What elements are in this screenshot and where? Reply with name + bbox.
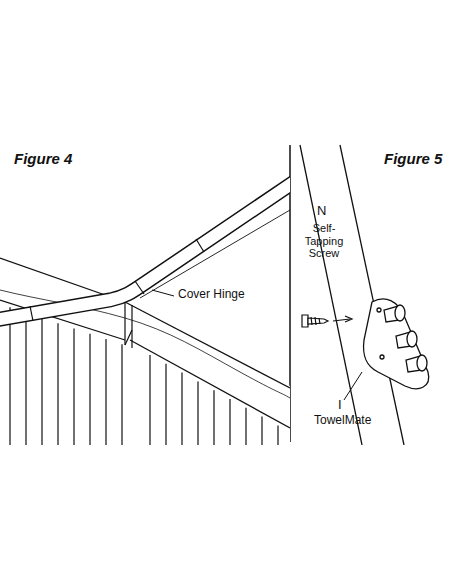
wall-slat (277, 425, 278, 445)
wall-slat (105, 339, 106, 445)
wall-slat (165, 364, 166, 445)
leader-line (152, 290, 174, 296)
wall-slat (245, 408, 246, 445)
wall-slat (25, 313, 26, 445)
wall-slat (89, 334, 90, 445)
callout-letter: I (338, 398, 342, 413)
wall-slat (181, 373, 182, 445)
towelmate-pole (300, 145, 429, 445)
self-tapping-screw (302, 315, 352, 327)
wall-slat (213, 390, 214, 445)
wall-slat (57, 323, 58, 445)
wall-slat (41, 318, 42, 445)
part-name: Self- Tapping Screw (298, 222, 350, 260)
wall-slat (73, 328, 74, 445)
wall-slat (197, 381, 198, 445)
shed-roof (0, 210, 290, 445)
part-name: Cover Hinge (178, 288, 245, 302)
figure-title: Figure 5 (384, 150, 442, 167)
wall-slat (261, 417, 262, 445)
callout-letter: N (317, 204, 326, 219)
wall-slat (229, 399, 230, 445)
figure-title: Figure 4 (14, 150, 72, 167)
hinge-pipe (0, 178, 290, 321)
wall-slat (9, 307, 10, 445)
wall-slat (121, 344, 122, 445)
wall-slat (149, 355, 150, 445)
part-name: TowelMate (314, 414, 371, 428)
leader-line (344, 372, 362, 400)
